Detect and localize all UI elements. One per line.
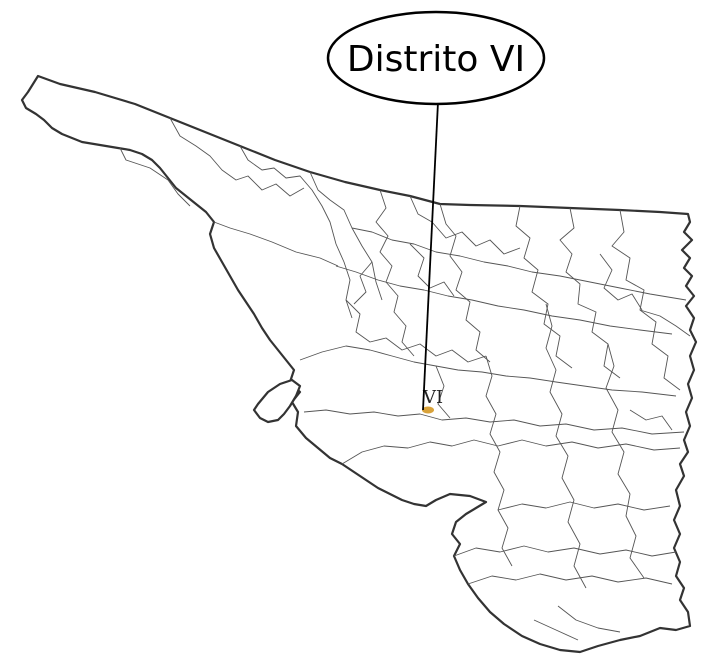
island-outline xyxy=(252,378,302,424)
callout-ellipse xyxy=(326,10,546,106)
callout-leader-line xyxy=(422,101,439,411)
callout-label: Distrito VI xyxy=(347,39,525,80)
callout-bubble: Distrito VI xyxy=(326,10,546,106)
state-outline xyxy=(20,74,698,654)
district-marker xyxy=(422,406,434,414)
municipal-boundaries xyxy=(119,117,691,641)
district-label: VI xyxy=(422,387,443,408)
